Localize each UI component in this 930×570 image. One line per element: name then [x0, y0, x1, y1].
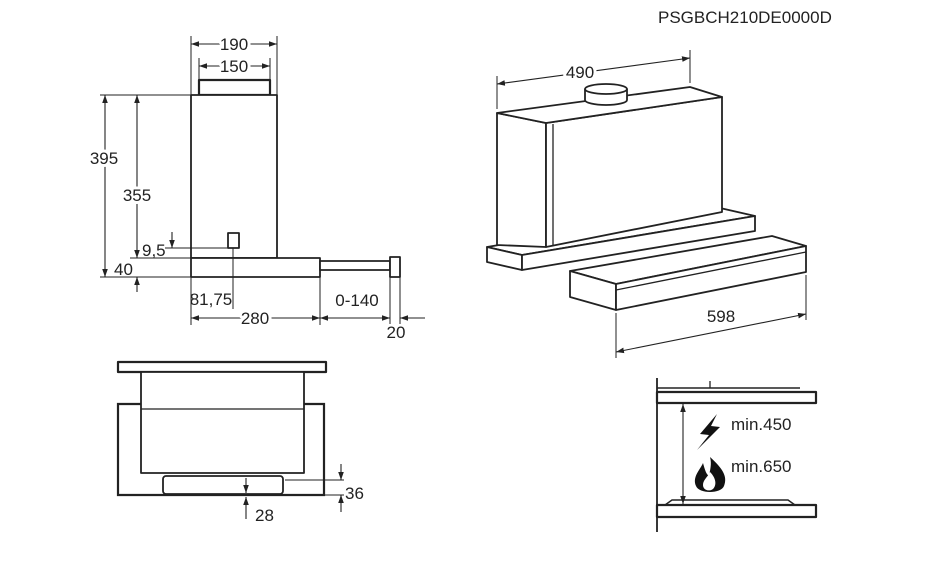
label-tray-height: 40: [114, 260, 133, 279]
label-gas-min: min.650: [731, 457, 791, 476]
side-extension-lines: [100, 36, 401, 325]
label-extension: 0-140: [335, 291, 378, 310]
installation-view: min.450 min.650: [655, 378, 818, 532]
body-left-face: [496, 112, 547, 248]
dim-line-total-width: [615, 312, 807, 354]
label-connector-offset: 9,5: [142, 241, 166, 260]
model-code: PSGBCH210DE0000D: [658, 8, 832, 27]
label-total-height: 395: [90, 149, 118, 168]
label-total-width: 598: [707, 307, 735, 326]
side-view: 190 150 395 355 9,5 40 81,75 280 0-140 2…: [87, 32, 425, 342]
label-depth: 280: [241, 309, 269, 328]
label-collar-width: 150: [220, 57, 248, 76]
label-body-width: 490: [566, 63, 594, 82]
label-electric-min: min.450: [731, 415, 791, 434]
outer-frame: [116, 402, 326, 497]
flame-icon: [694, 457, 726, 492]
label-outer-width: 190: [220, 35, 248, 54]
connector-box: [227, 232, 240, 249]
burner: [664, 499, 796, 506]
hood-plate: [655, 390, 818, 405]
dim-line-body-width: [496, 56, 691, 86]
lightning-icon: [697, 414, 720, 450]
base-tray: [190, 257, 321, 278]
control-panel: [162, 475, 284, 495]
perspective-view: 490 598: [486, 50, 807, 358]
inner-body: [140, 371, 305, 474]
slider-lip-line: [615, 251, 807, 291]
duct-opening: [584, 83, 628, 95]
cooktop: [655, 503, 818, 519]
extension-rail: [319, 260, 391, 271]
front-panel: [389, 256, 401, 278]
chimney-body: [190, 94, 278, 259]
top-plate: [116, 360, 328, 374]
duct-collar: [197, 78, 272, 97]
slab-front-face: [521, 215, 756, 271]
label-panel-depth: 20: [387, 323, 406, 342]
label-connector-depth: 81,75: [190, 290, 233, 309]
label-dim-b: 28: [255, 506, 274, 525]
label-dim-a: 36: [345, 484, 364, 503]
front-view: 36 28: [116, 360, 364, 525]
label-body-height: 355: [123, 186, 151, 205]
